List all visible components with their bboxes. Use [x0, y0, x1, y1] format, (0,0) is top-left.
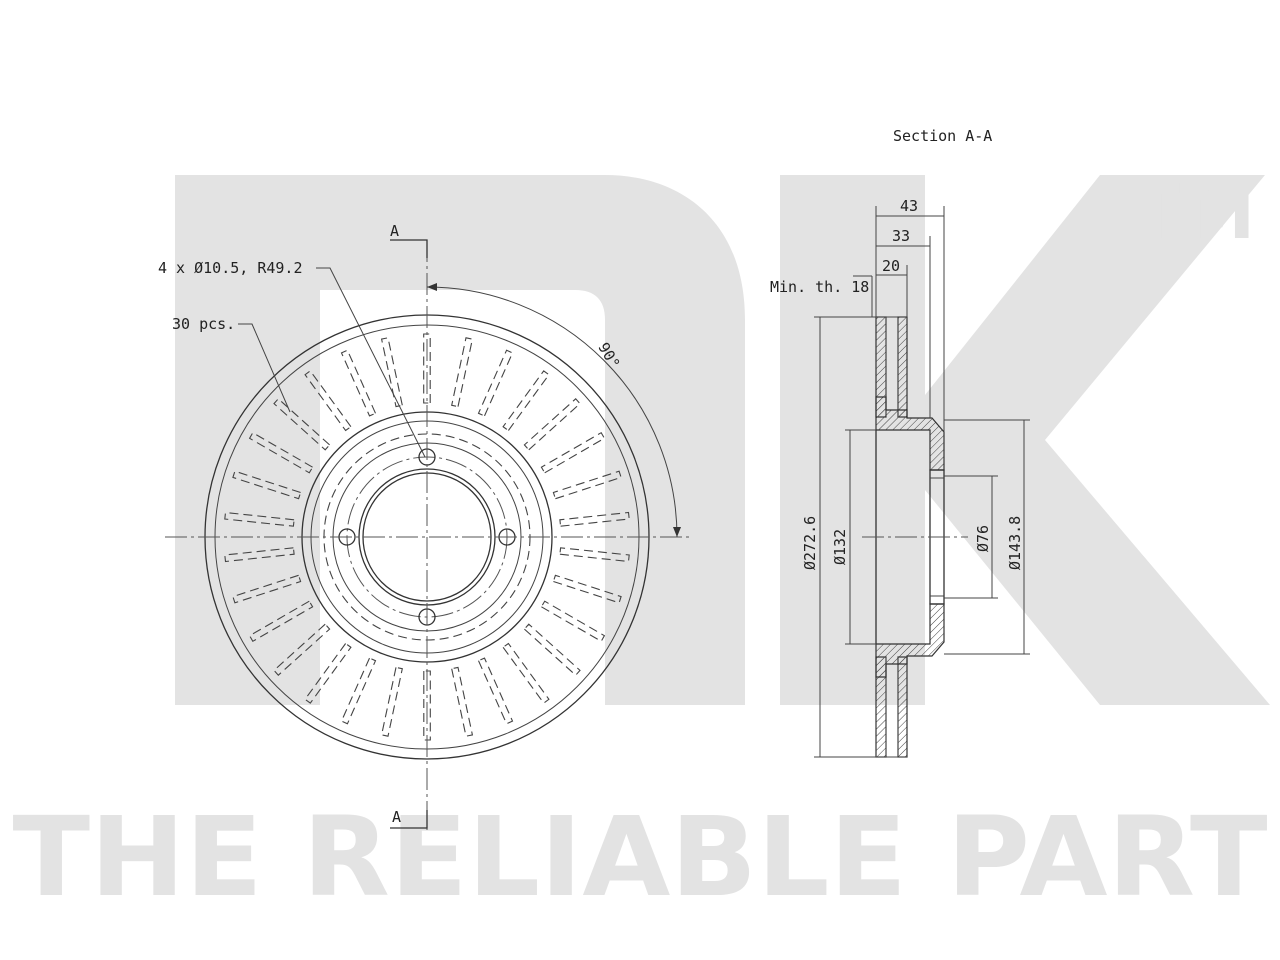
angle-arc — [426, 286, 678, 538]
dim-width-total-label: 43 — [900, 197, 918, 215]
cooling-vane — [477, 349, 514, 417]
cooling-vane — [552, 574, 622, 604]
logo-letter-n — [175, 175, 745, 705]
cooling-vane — [477, 657, 514, 725]
dim-dia-132: Ø132 — [831, 429, 876, 645]
disc-front-view: A A 90° 4 x Ø10.5, R49.2 30 pcs. — [158, 222, 690, 830]
cooling-vane — [451, 337, 474, 408]
dim-width-disc: 20 — [876, 257, 908, 317]
cooling-vane — [232, 574, 302, 604]
section-marker-bottom-label: A — [392, 808, 401, 826]
dim-dia-143: Ø143.8 — [944, 419, 1030, 655]
cooling-vane — [380, 666, 403, 737]
section-a-a-view: Section A-A 43 33 — [770, 127, 1030, 758]
bolt-callout: 4 x Ø10.5, R49.2 — [158, 259, 303, 277]
cooling-vane — [273, 398, 331, 451]
inner-cheek-bottom — [897, 656, 908, 758]
cooling-vane — [380, 337, 403, 408]
cooling-vane — [340, 349, 377, 417]
vanes-callout-leader — [238, 323, 291, 413]
cooling-vane — [304, 642, 352, 704]
cooling-vane — [523, 623, 581, 676]
dim-width-disc-label: 20 — [882, 257, 900, 275]
cooling-vane — [559, 547, 630, 563]
section-marker-bottom: A — [390, 808, 428, 829]
logo-letter-k — [780, 175, 1270, 705]
cooling-vane — [304, 370, 352, 432]
vanes-callout: 30 pcs. — [172, 315, 235, 333]
cooling-vane — [224, 547, 295, 563]
cooling-vanes — [224, 333, 630, 741]
inner-cheek-top — [897, 316, 908, 418]
cooling-vane — [451, 666, 474, 737]
cooling-vane — [340, 657, 377, 725]
hat-section-bottom — [875, 603, 945, 678]
nk-logo-watermark: TM — [175, 167, 1270, 705]
hat-section-top — [875, 396, 945, 471]
cooling-vane — [232, 470, 302, 500]
cooling-vane — [523, 398, 581, 451]
section-title: Section A-A — [893, 127, 992, 145]
cooling-vane — [423, 670, 431, 741]
min-thickness-label: Min. th. 18 — [770, 278, 869, 296]
dim-min-thickness: Min. th. 18 — [770, 275, 873, 317]
dim-dia-76-label: Ø76 — [974, 525, 992, 552]
cooling-vane — [248, 431, 314, 474]
bolt-callout-leader — [316, 267, 426, 458]
cooling-vane — [273, 623, 331, 676]
trademark-mark: TM — [1128, 167, 1255, 256]
cooling-vane — [552, 470, 622, 500]
dim-dia-outer: Ø272.6 — [801, 316, 876, 758]
tagline-watermark: THE RELIABLE PART — [13, 793, 1268, 921]
dim-width-hat-label: 33 — [892, 227, 910, 245]
angle-arrow-top — [427, 283, 437, 291]
dim-dia-143-label: Ø143.8 — [1006, 516, 1024, 570]
dim-dia-outer-label: Ø272.6 — [801, 516, 819, 570]
angle-arrow-right — [673, 527, 681, 537]
cooling-vane — [502, 370, 550, 432]
dim-dia-76: Ø76 — [944, 475, 998, 599]
cooling-vane — [423, 333, 431, 404]
cooling-vane — [540, 600, 606, 643]
dim-dia-132-label: Ø132 — [831, 529, 849, 565]
dim-width-hat: 33 — [876, 227, 931, 418]
dim-width-total: 43 — [875, 197, 945, 432]
cooling-vane — [224, 511, 295, 527]
section-marker-top-label: A — [390, 222, 399, 240]
cooling-vane — [502, 642, 550, 704]
cooling-vane — [559, 511, 630, 527]
section-marker-top: A — [390, 222, 428, 258]
cooling-vane — [248, 600, 314, 643]
cooling-vane — [540, 431, 606, 474]
